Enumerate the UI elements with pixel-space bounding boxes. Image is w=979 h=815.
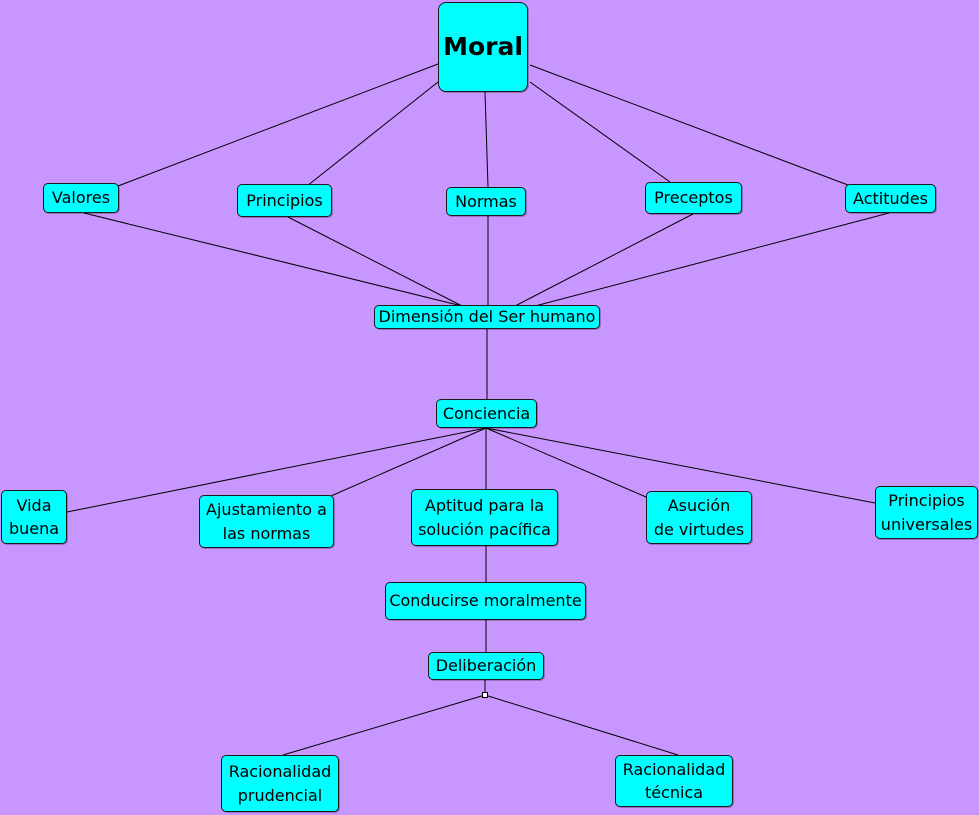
link-conciencia-vida-buena [66,427,487,513]
link-junction-handle[interactable] [482,692,488,698]
node-vida-buena-label: Vida buena [8,495,60,538]
node-actitudes-label: Actitudes [853,188,928,208]
node-conciencia[interactable]: Conciencia [436,399,537,428]
node-aptitud-label: Aptitud para la solución pacífica [418,496,551,539]
node-dimension-label: Dimensión del Ser humano [378,307,596,327]
node-conducirse-moralmente[interactable]: Conducirse moralmente [385,582,586,620]
link-actitudes-dimension [534,212,890,307]
node-deliberacion[interactable]: Deliberación [428,652,544,680]
node-ajustamiento[interactable]: Ajustamiento a las normas [199,495,334,548]
node-deliberacion-label: Deliberación [435,656,537,676]
node-principios-universales[interactable]: Principios universales [875,486,978,539]
node-moral-label: Moral [443,31,523,61]
link-moral-normas [484,91,489,188]
node-conciencia-label: Conciencia [442,403,531,423]
node-normas[interactable]: Normas [446,187,526,216]
node-principios-universales-label: Principios universales [880,491,973,534]
node-vida-buena[interactable]: Vida buena [1,490,67,544]
node-moral[interactable]: Moral [438,2,528,92]
link-moral-principios [306,81,439,187]
node-principios-label: Principios [246,190,323,210]
node-aptitud[interactable]: Aptitud para la solución pacífica [411,489,558,546]
node-principios[interactable]: Principios [237,184,332,217]
node-asucion[interactable]: Asución de virtudes [646,491,752,544]
node-dimension-ser-humano[interactable]: Dimensión del Ser humano [374,305,600,329]
node-actitudes[interactable]: Actitudes [845,184,936,213]
link-deliberacion-racionalidad-tecnica [484,694,679,756]
node-racionalidad-tecnica-label: Racionalidad técnica [622,759,726,802]
link-moral-actitudes [529,64,849,186]
link-preceptos-dimension [514,213,694,307]
node-racionalidad-tecnica[interactable]: Racionalidad técnica [615,755,733,807]
node-asucion-label: Asución de virtudes [653,496,745,539]
link-principios-dimension [287,216,463,307]
link-valores-dimension [83,212,463,307]
node-preceptos-label: Preceptos [654,188,733,208]
node-racionalidad-prudencial-label: Racionalidad prudencial [228,762,332,805]
node-valores-label: Valores [51,188,111,208]
link-deliberacion-racionalidad-prudencial [282,694,486,756]
link-moral-valores [117,63,439,187]
node-racionalidad-prudencial[interactable]: Racionalidad prudencial [221,755,339,812]
node-preceptos[interactable]: Preceptos [645,182,742,214]
link-moral-preceptos [529,81,671,183]
link-conciencia-ajustamiento [330,427,487,497]
node-conducirse-label: Conducirse moralmente [389,591,582,611]
node-valores[interactable]: Valores [43,183,119,213]
node-normas-label: Normas [455,191,517,211]
node-ajustamiento-label: Ajustamiento a las normas [206,500,327,543]
link-conciencia-asucion [485,427,647,498]
link-conciencia-principios-universales [485,427,876,504]
